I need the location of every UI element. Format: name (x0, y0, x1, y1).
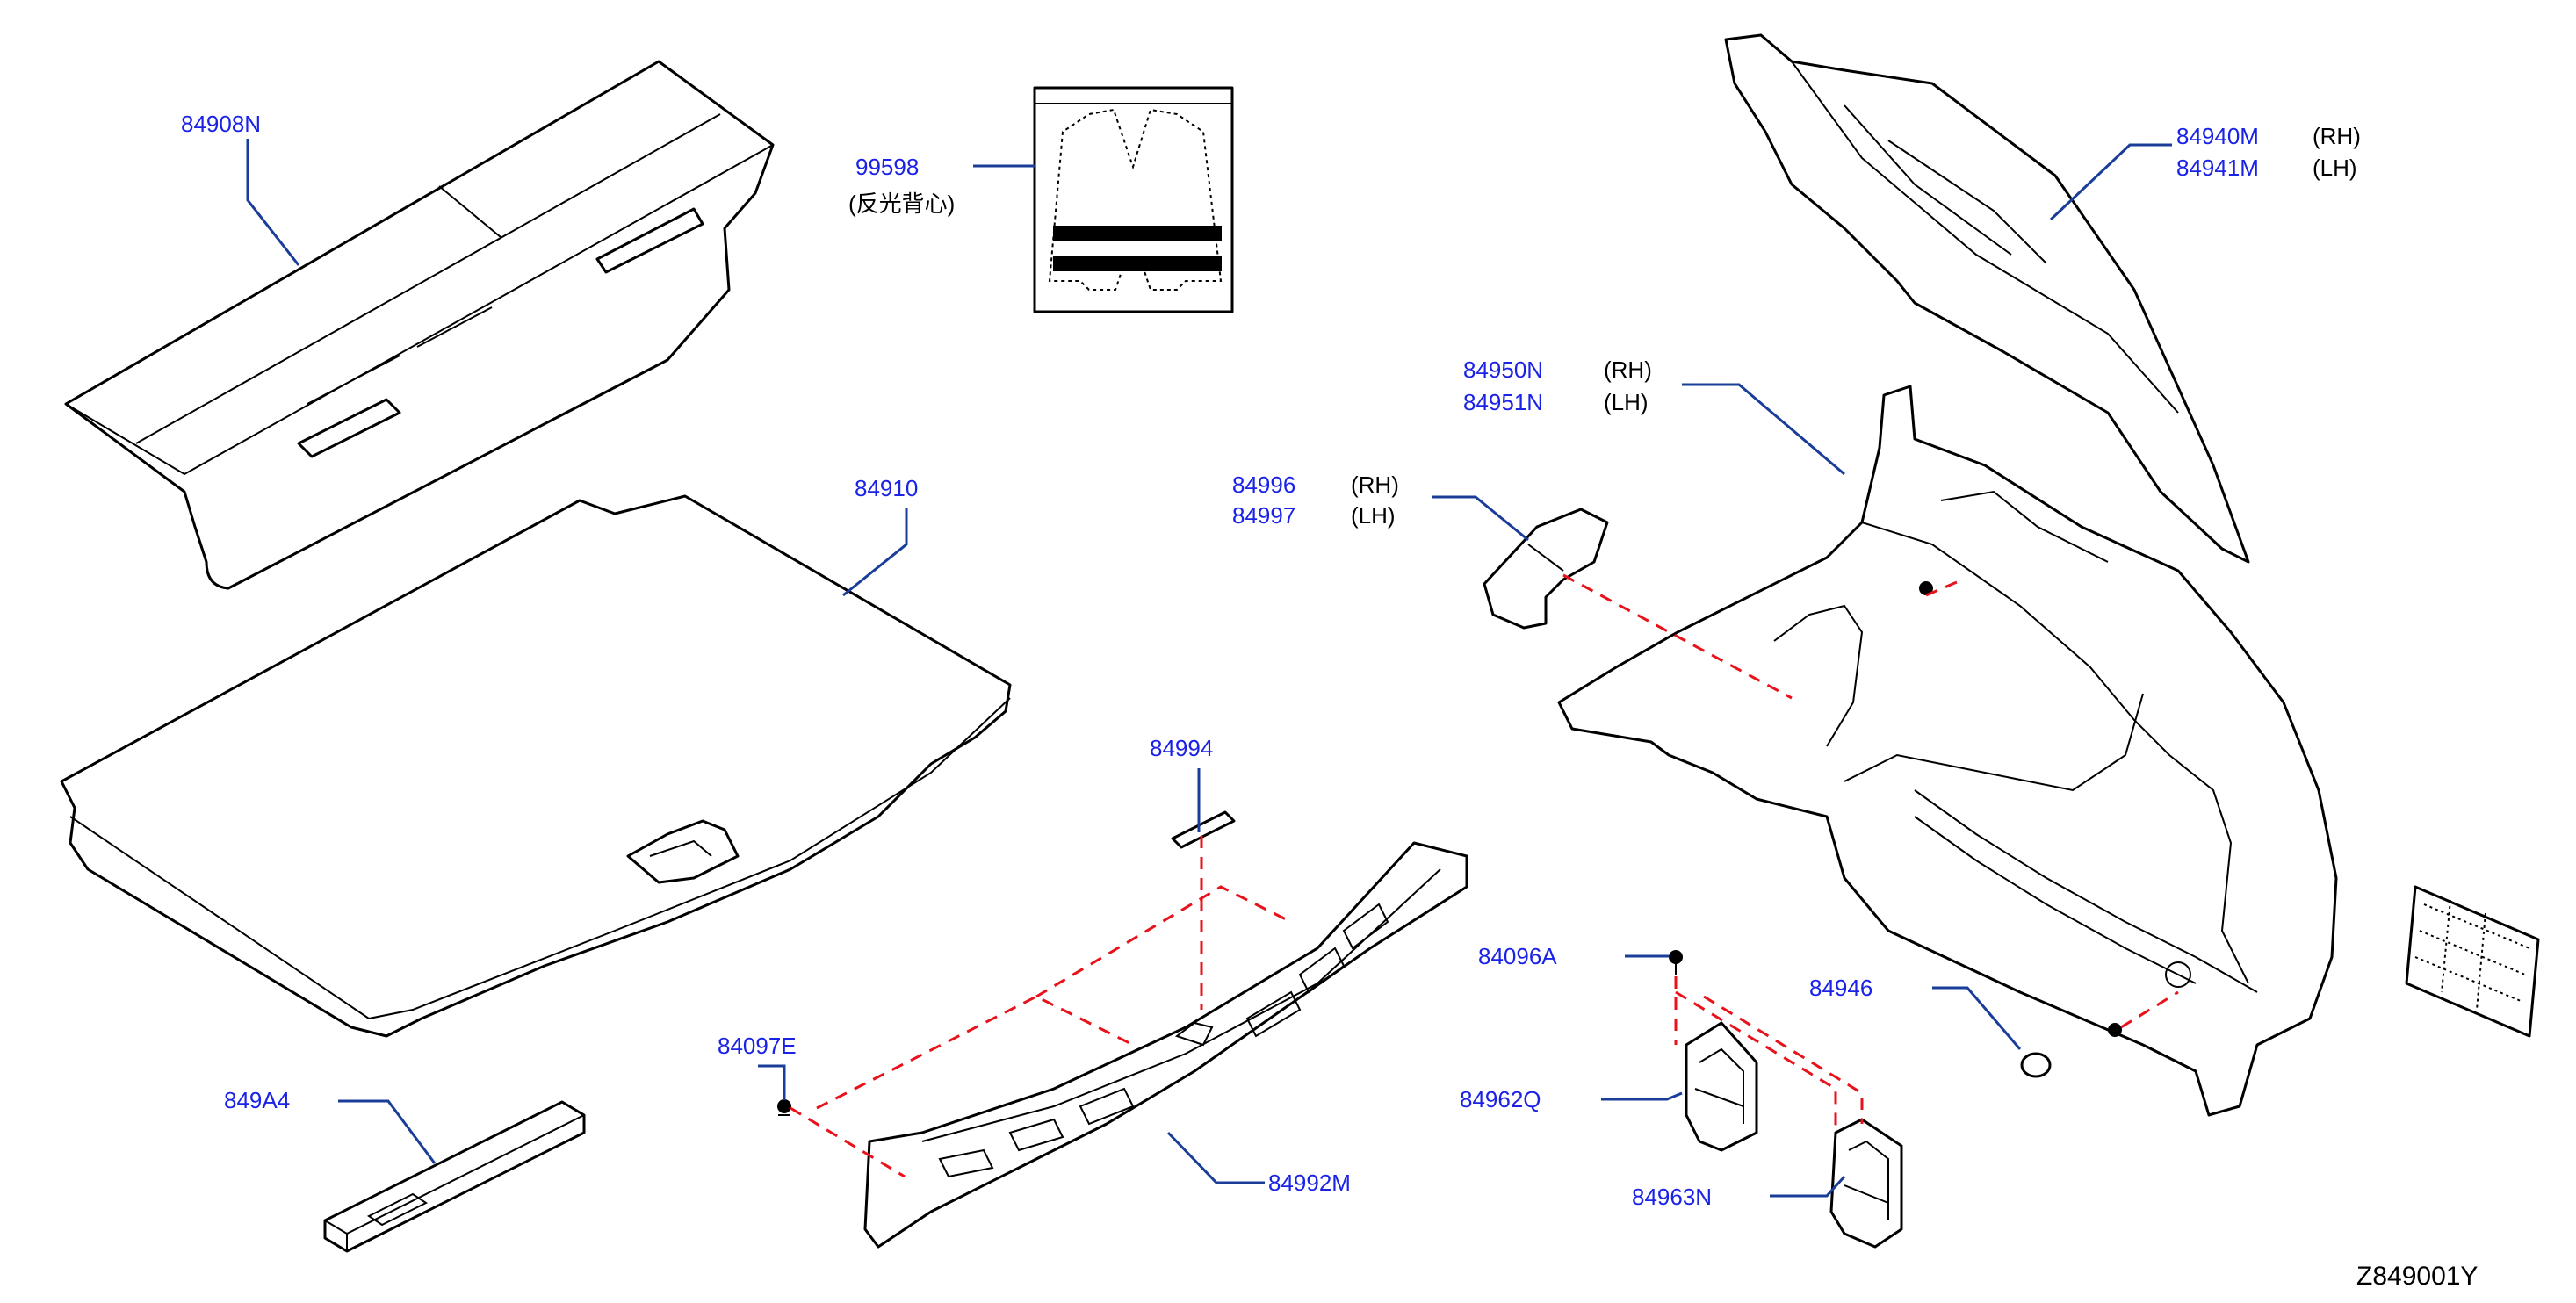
label-84946[interactable]: 84946 (1809, 975, 1872, 1001)
label-84940M[interactable]: 84940M (2176, 123, 2259, 149)
lower-side-finisher[interactable] (1557, 385, 2338, 1117)
cap-84946[interactable] (2020, 1052, 2052, 1078)
label-84096A[interactable]: 84096A (1478, 943, 1557, 969)
label-84941M-side: (LH) (2313, 155, 2357, 181)
luggage-floor-board[interactable] (60, 494, 1012, 1038)
label-84997-side: (LH) (1351, 502, 1396, 529)
side-cover-84996[interactable] (1483, 508, 1609, 630)
label-84994[interactable]: 84994 (1150, 735, 1213, 761)
diagram-code: Z849001Y (2356, 1262, 2478, 1291)
label-84097E[interactable]: 84097E (718, 1033, 797, 1059)
label-84996[interactable]: 84996 (1232, 472, 1295, 498)
label-84951N[interactable]: 84951N (1463, 389, 1543, 415)
clip-84097E[interactable] (777, 1099, 791, 1116)
screw-finisher-lower[interactable] (2108, 1023, 2122, 1037)
upper-side-finisher[interactable] (1724, 33, 2250, 564)
label-99598[interactable]: 99598 (855, 154, 919, 180)
label-84951N-side: (LH) (1604, 389, 1649, 415)
label-84950N-side: (RH) (1604, 356, 1652, 383)
part-labels: 84908N 99598 (反光背心) 84940M (RH) 84941M (… (181, 111, 2478, 1291)
label-84962Q[interactable]: 84962Q (1460, 1086, 1541, 1112)
label-84950N[interactable]: 84950N (1463, 356, 1543, 383)
label-84908N[interactable]: 84908N (181, 111, 261, 137)
tonneau-cover[interactable] (64, 60, 775, 590)
tool-box[interactable] (323, 1100, 586, 1253)
label-84963N[interactable]: 84963N (1632, 1184, 1712, 1210)
screw-84096A[interactable] (1669, 950, 1683, 975)
assembly-dash-lines (790, 573, 2179, 1178)
label-849A4[interactable]: 849A4 (224, 1087, 290, 1113)
leader-lines (246, 139, 2172, 1198)
label-84992M[interactable]: 84992M (1268, 1170, 1351, 1196)
label-84941M[interactable]: 84941M (2176, 155, 2259, 181)
label-84910[interactable]: 84910 (855, 475, 918, 501)
side-net[interactable] (2405, 885, 2540, 1038)
bracket-84962Q[interactable] (1685, 1021, 1758, 1152)
rear-scuff-plate[interactable] (863, 841, 1468, 1249)
label-84996-side: (RH) (1351, 472, 1399, 498)
label-84997[interactable]: 84997 (1232, 502, 1295, 529)
bracket-84963N[interactable] (1829, 1118, 1903, 1249)
safety-vest[interactable] (1033, 86, 1234, 313)
label-84940M-side: (RH) (2313, 123, 2361, 149)
clip-84994[interactable] (1171, 810, 1236, 849)
label-99598-note: (反光背心) (848, 191, 955, 217)
